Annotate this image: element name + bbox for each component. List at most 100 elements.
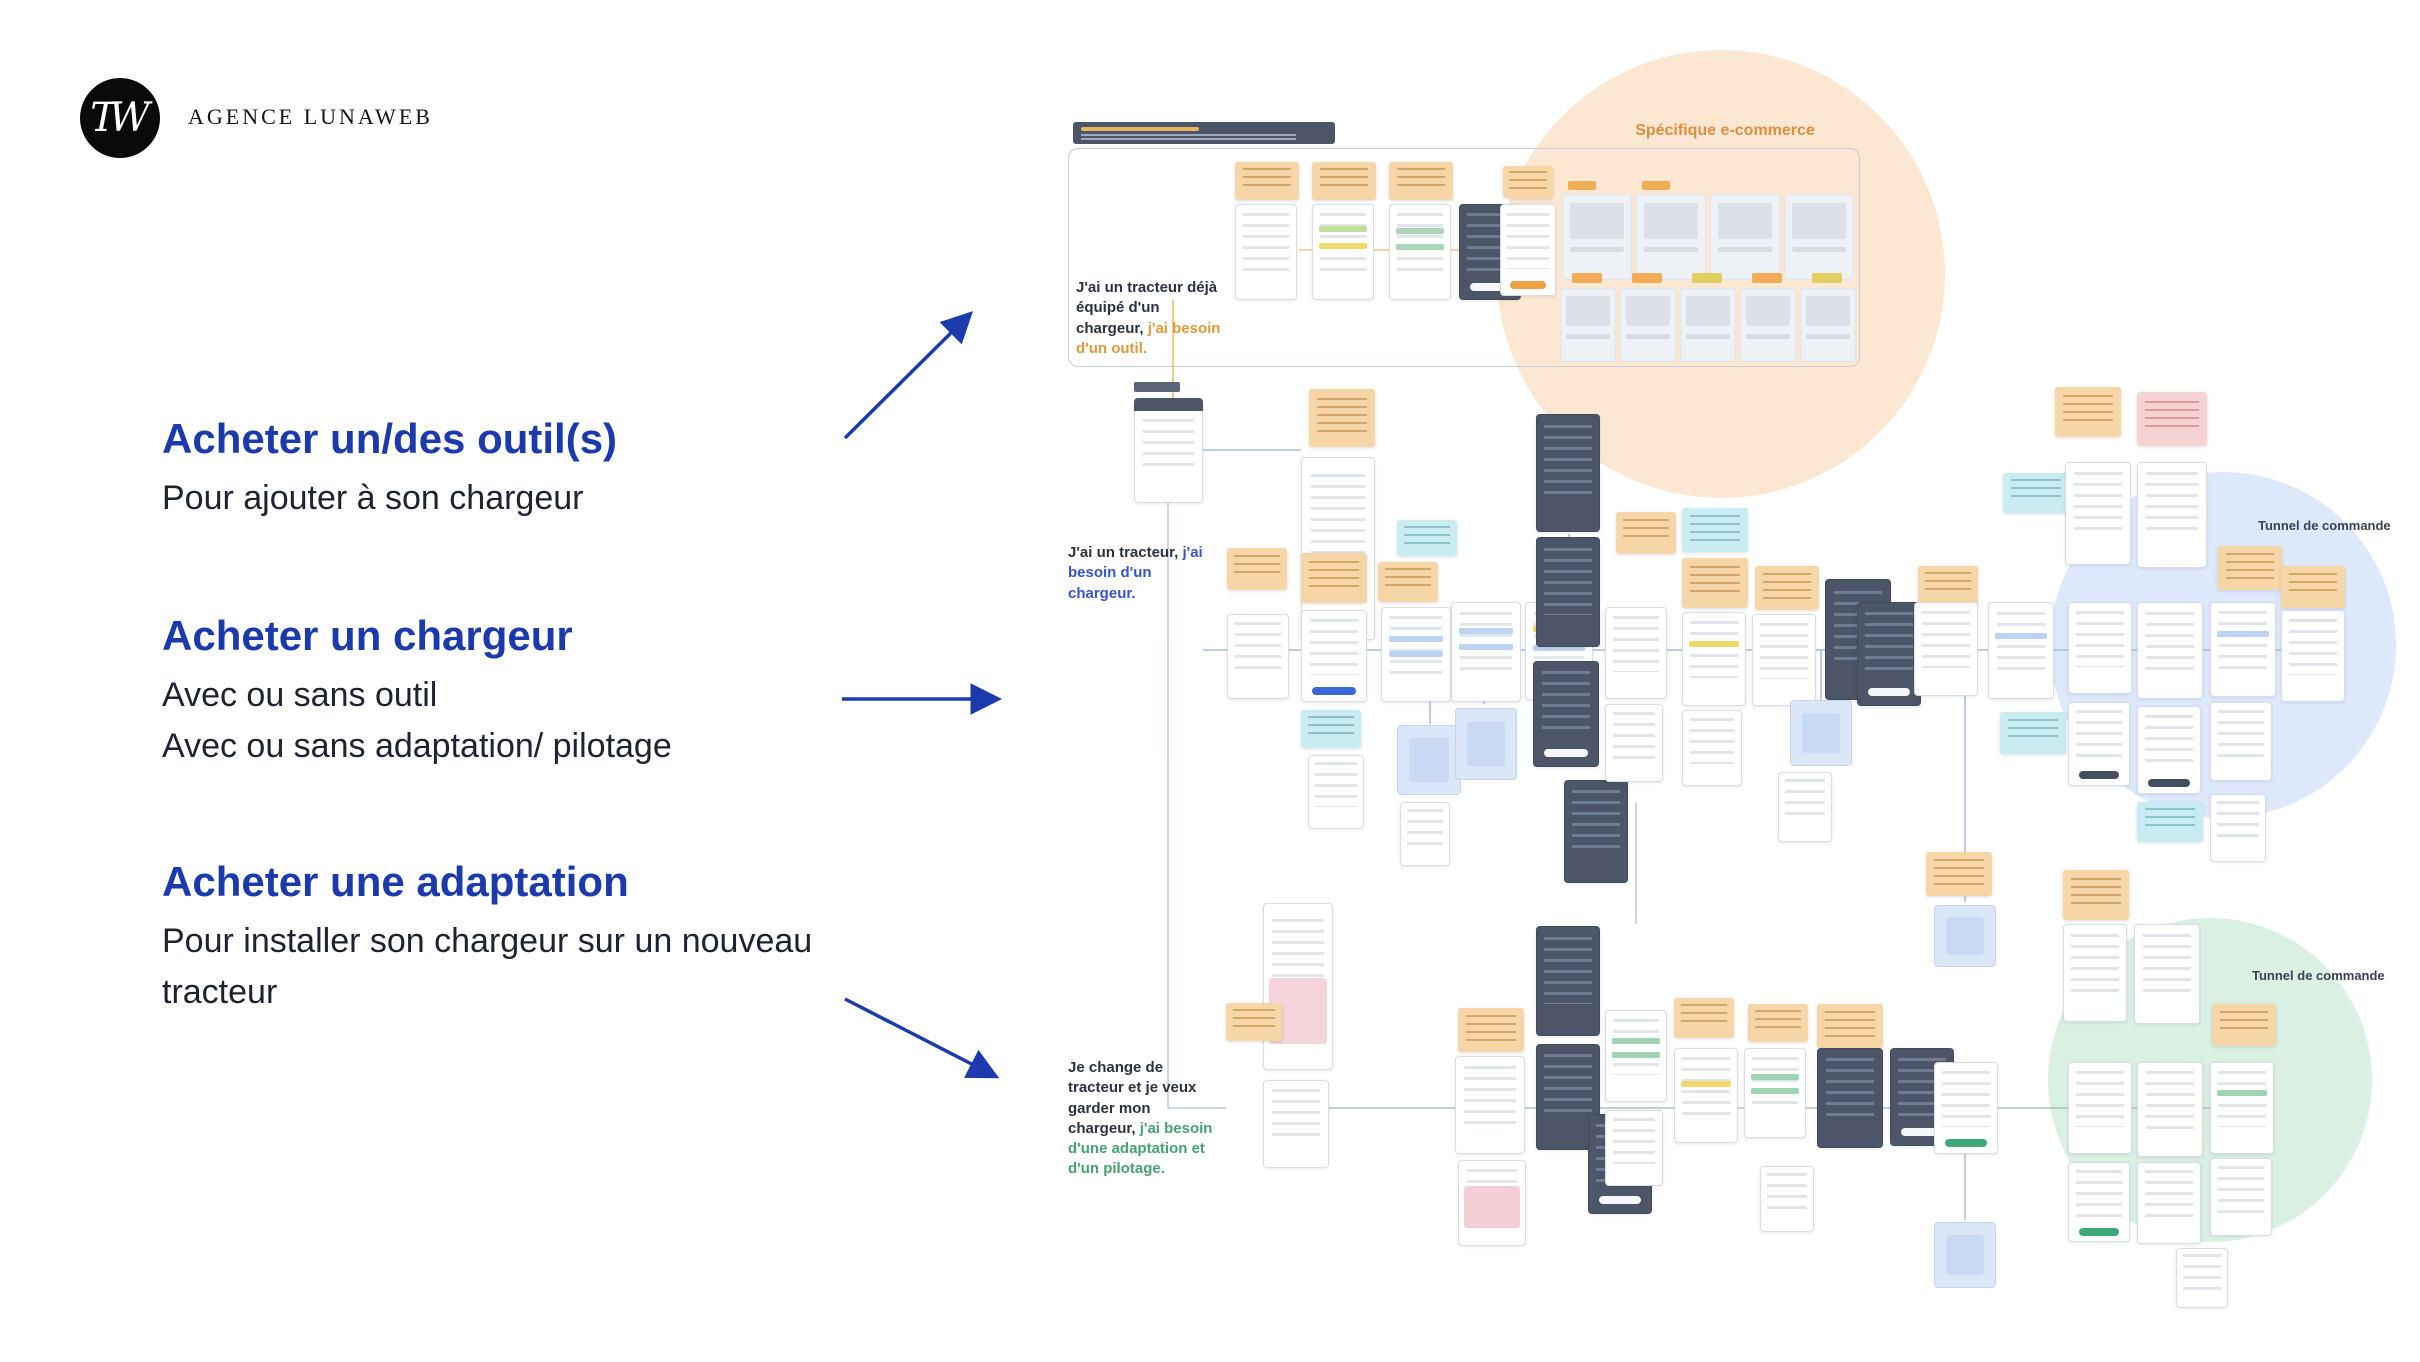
accent-row xyxy=(1458,644,1514,651)
map-card xyxy=(1934,905,1996,967)
map-card xyxy=(1397,725,1461,795)
dark-screen-card xyxy=(1564,780,1628,883)
tag-chip xyxy=(1812,273,1842,283)
wireframe-card xyxy=(1674,1048,1738,1143)
wireframe-card xyxy=(1312,204,1374,300)
sticky-note xyxy=(1378,562,1438,602)
sticky-note xyxy=(1503,166,1553,198)
wireframe-card xyxy=(2068,602,2132,694)
sticky-note xyxy=(1227,548,1287,590)
dark-screen-card xyxy=(1817,1048,1883,1148)
accent-row xyxy=(1751,1087,1799,1094)
tag-chip xyxy=(1692,273,1722,283)
sticky-note xyxy=(2281,566,2345,608)
accent-row xyxy=(1319,225,1367,232)
wireframe-card xyxy=(2210,1062,2274,1154)
accent-row xyxy=(1995,633,2047,640)
accent-row xyxy=(1458,628,1514,635)
wireframe-card xyxy=(1458,1160,1526,1246)
wireframe-card xyxy=(2137,706,2201,794)
wireframe-card xyxy=(1934,1062,1998,1154)
section-buy-tools: Acheter un/des outil(s) Pour ajouter à s… xyxy=(162,415,852,524)
gray-screen-card xyxy=(1710,194,1780,280)
agency-logo: TW xyxy=(80,78,160,158)
gray-screen-card xyxy=(1562,194,1632,280)
wireframe-card xyxy=(2176,1248,2228,1308)
sticky-note xyxy=(2000,712,2066,754)
tunnel-label-1: Tunnel de commande xyxy=(2258,518,2391,533)
dark-screen-card xyxy=(1533,661,1599,767)
dark-screen-card xyxy=(1536,926,1600,1036)
section-buy-adaptation: Acheter une adaptation Pour installer so… xyxy=(162,858,852,1018)
accent-row xyxy=(1751,1073,1799,1080)
button-pill xyxy=(1469,282,1511,291)
persona-charger: J'ai un tracteur, j'ai besoin d'un charg… xyxy=(1068,543,1218,604)
wireframe-card xyxy=(1400,802,1450,866)
accent-row xyxy=(1388,635,1444,642)
dark-screen-card xyxy=(1536,537,1600,647)
wireframe-card xyxy=(1389,204,1451,300)
wireframe-card xyxy=(2134,924,2200,1024)
dark-screen-card xyxy=(1536,414,1600,532)
sticky-note xyxy=(1682,558,1748,608)
sticky-note xyxy=(2137,802,2203,842)
wireframe-card xyxy=(1235,204,1297,300)
accent-row xyxy=(1532,645,1586,652)
wireframe-card xyxy=(1682,612,1746,706)
accent-row xyxy=(1612,1038,1660,1044)
sticky-note xyxy=(2063,870,2129,920)
accent-row xyxy=(2217,1090,2267,1096)
wireframe-card xyxy=(2065,462,2131,565)
sticky-note xyxy=(1755,566,1819,610)
sticky-note xyxy=(1389,162,1453,200)
sticky-note xyxy=(1748,1004,1808,1042)
map-card xyxy=(1790,700,1852,766)
wireframe-card xyxy=(1778,772,1832,842)
section-line: Avec ou sans adaptation/ pilotage xyxy=(162,727,672,766)
tunnel-label-2: Tunnel de commande xyxy=(2252,968,2385,983)
wireframe-card xyxy=(2068,1162,2130,1242)
wireframe-card xyxy=(2137,1162,2201,1244)
wireframe-card xyxy=(2210,1158,2272,1236)
wireframe-card xyxy=(2210,794,2266,862)
wireframe-card xyxy=(2063,924,2127,1022)
wireframe-card xyxy=(1744,1048,1806,1138)
persona-text: J'ai un tracteur, xyxy=(1068,544,1179,561)
sticky-note xyxy=(2137,392,2207,446)
wireframe-card xyxy=(1455,1056,1525,1154)
gray-screen-card xyxy=(1620,288,1676,362)
tag-chip xyxy=(1632,273,1662,283)
wireframe-card xyxy=(1301,610,1367,702)
wireframe-card xyxy=(1752,614,1816,706)
accent-row xyxy=(1689,640,1739,647)
gray-screen-card xyxy=(1636,194,1706,280)
tag-chip xyxy=(1572,273,1602,283)
logo-monogram: TW xyxy=(90,95,150,141)
wireframe-card xyxy=(2137,602,2203,699)
accent-row xyxy=(1319,242,1367,249)
tag-chip xyxy=(1752,273,1782,283)
section-title: Acheter un/des outil(s) xyxy=(162,415,618,462)
sticky-note xyxy=(1301,710,1361,748)
accent-row xyxy=(2217,630,2269,637)
section-title: Acheter une adaptation xyxy=(162,858,629,905)
sticky-note xyxy=(1926,852,1992,896)
wireframe-card xyxy=(2137,462,2207,568)
flow-start-card xyxy=(1134,398,1203,503)
sticky-note xyxy=(1235,162,1299,200)
wireframe-card xyxy=(1227,614,1289,699)
button-pill xyxy=(1900,1128,1944,1137)
tag-chip xyxy=(1642,181,1670,190)
accent-row xyxy=(1396,244,1444,251)
wireframe-card xyxy=(2210,602,2276,697)
sticky-note xyxy=(1301,553,1367,603)
sticky-note xyxy=(1674,998,1734,1038)
dark-screen-card xyxy=(1536,1044,1600,1150)
wireframe-card xyxy=(1308,755,1364,829)
sticky-note xyxy=(2003,473,2069,513)
accent-row xyxy=(1612,1052,1660,1059)
accent-row xyxy=(1396,227,1444,234)
sticky-note xyxy=(1458,1008,1524,1052)
wireframe-card xyxy=(1605,607,1667,699)
wireframe-card xyxy=(1500,204,1556,296)
